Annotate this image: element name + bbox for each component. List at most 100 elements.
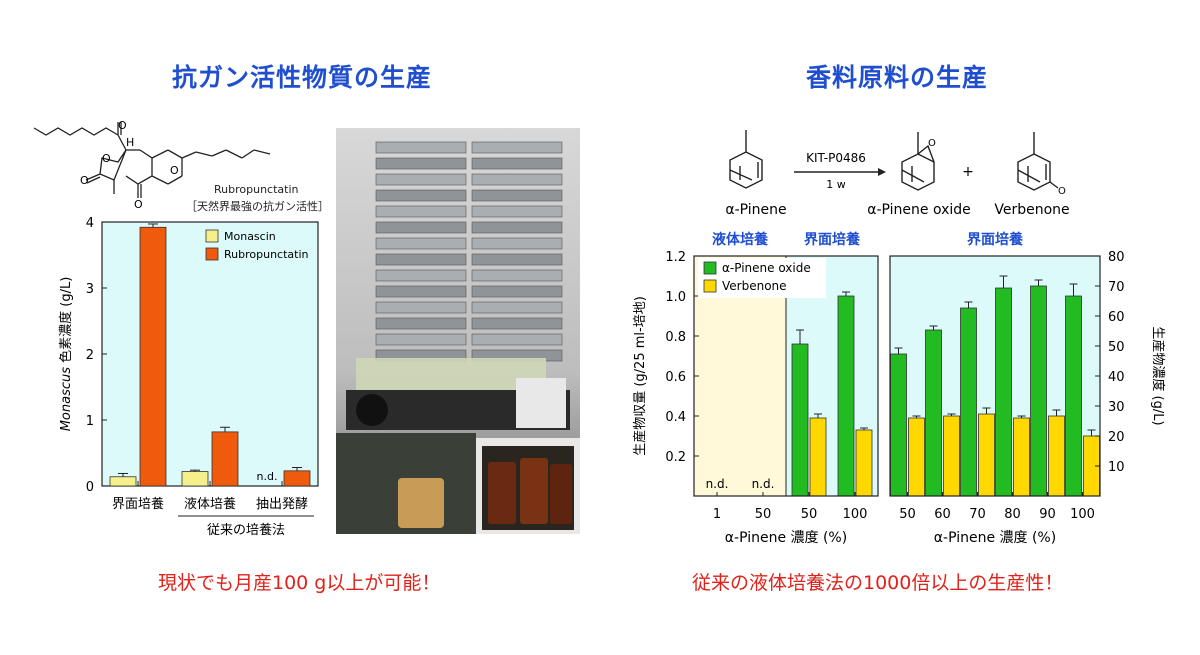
legend-box (698, 258, 826, 298)
rack-tray (375, 173, 467, 186)
rack-tray (471, 301, 563, 314)
bar-verbenone (943, 415, 960, 497)
legend-label: Rubropunctatin (224, 248, 309, 261)
bar-alpha-pinene-oxide (837, 295, 855, 497)
y-tick-label: 0.6 (665, 370, 686, 385)
reaction-scheme: O O KIT-P0486 1 w + α-Pinene α-Pinene ox… (725, 130, 1070, 218)
panel-label: 液体培養 (712, 231, 768, 248)
legend-label: Monascin (224, 230, 276, 243)
rack-tray (471, 173, 563, 186)
x-tick-label: 100 (1070, 507, 1095, 522)
y-tick-label: 4 (86, 216, 94, 231)
svg-text:O: O (134, 198, 143, 211)
bar-verbenone (1013, 417, 1030, 497)
bar-verbenone (978, 413, 995, 497)
culture-apparatus-photo (336, 128, 580, 534)
nd-annotation: n.d. (706, 477, 729, 491)
y2-tick-label: 50 (1108, 340, 1125, 355)
y-axis-label-left: 生産物収量 (g/25 ml-培地) (632, 296, 648, 456)
plot-panel-background (890, 256, 1100, 496)
x-tick-label: 60 (934, 507, 951, 522)
x-tick-label: 70 (969, 507, 986, 522)
x-tick-label: 90 (1039, 507, 1056, 522)
x-tick-label: 50 (899, 507, 916, 522)
y-tick-label: 0 (86, 480, 94, 495)
y-tick-label: 1.2 (665, 250, 686, 265)
bar-verbenone (809, 417, 827, 497)
x-tick-label: 50 (801, 507, 818, 522)
svg-text:O: O (928, 138, 936, 149)
svg-text:H: H (126, 136, 134, 149)
y-tick-label: 3 (86, 282, 94, 297)
y2-tick-label: 10 (1108, 460, 1125, 475)
y2-tick-label: 40 (1108, 370, 1125, 385)
rack-tray (375, 269, 467, 282)
bar-rubropunctatin (211, 431, 239, 487)
x-tick-label: 50 (755, 507, 772, 522)
x-tick-label: 100 (843, 507, 868, 522)
compound-alpha-pinene: α-Pinene (725, 202, 786, 218)
rack-tray (375, 285, 467, 298)
rubropunctatin-structure-diagram: O O O O O H (33, 119, 271, 211)
rack-tray (375, 253, 467, 266)
y-tick-label: 2 (86, 348, 94, 363)
x-axis-label-left: α-Pinene 濃度 (%) (725, 530, 847, 546)
x-tick-label: 1 (713, 507, 721, 522)
svg-text:O: O (118, 119, 127, 132)
rack-tray (471, 269, 563, 282)
compound-name: Rubropunctatin (214, 183, 299, 196)
legend-swatch (703, 261, 717, 275)
rack-tray (471, 189, 563, 202)
bar-monascin (181, 471, 209, 487)
legend-label: Verbenone (722, 279, 787, 293)
rack-tray (375, 333, 467, 346)
rack-tray (471, 237, 563, 250)
svg-text:O: O (170, 164, 179, 177)
group-label: 従来の培養法 (207, 522, 285, 538)
x-tick-label: 抽出発酵 (256, 497, 308, 512)
y2-tick-label: 20 (1108, 430, 1125, 445)
left-footer: 現状でも月産100 g以上が可能！ (158, 572, 441, 594)
rack-tray (375, 205, 467, 218)
bar-verbenone (855, 429, 873, 497)
x-tick-label: 界面培養 (112, 496, 164, 512)
bar-alpha-pinene-oxide (791, 343, 809, 497)
compound-verbenone: Verbenone (994, 202, 1069, 218)
plus-sign: + (962, 164, 974, 180)
svg-text:O: O (102, 152, 111, 165)
right-footer: 従来の液体培養法の1000倍以上の生産性！ (692, 572, 1064, 594)
bar-alpha-pinene-oxide (1065, 295, 1082, 497)
y2-tick-label: 30 (1108, 400, 1125, 415)
monascus-pigment-chart: 01234Monascus 色素濃度 (g/L)界面培養液体培養抽出発酵n.d.… (58, 216, 319, 538)
rack-tray (471, 317, 563, 330)
y2-tick-label: 80 (1108, 250, 1125, 265)
bar-rubropunctatin (139, 226, 167, 487)
rack-tray (375, 157, 467, 170)
reagent-label: KIT-P0486 (806, 151, 866, 165)
y2-tick-label: 60 (1108, 310, 1125, 325)
y-tick-label: 0.8 (665, 330, 686, 345)
rack-tray (375, 317, 467, 330)
x-tick-label: 液体培養 (184, 496, 236, 512)
svg-text:O: O (1058, 186, 1066, 197)
rack-tray (471, 285, 563, 298)
bar-verbenone (1048, 415, 1065, 497)
nd-annotation: n.d. (752, 477, 775, 491)
rack-tray (471, 253, 563, 266)
condition-label: 1 w (826, 178, 846, 191)
svg-text:O: O (80, 174, 89, 187)
y-tick-label: 0.4 (665, 410, 686, 425)
rack-tray (375, 221, 467, 234)
bar-alpha-pinene-oxide (890, 353, 907, 497)
rack-tray (471, 141, 563, 154)
bar-monascin (109, 476, 137, 487)
rack-tray (375, 237, 467, 250)
panel-label: 界面培養 (967, 231, 1023, 248)
y-axis-label: Monascus 色素濃度 (g/L) (58, 277, 74, 432)
plot-area (101, 221, 319, 487)
bar-alpha-pinene-oxide (960, 307, 977, 497)
bar-alpha-pinene-oxide (995, 287, 1012, 497)
y-tick-label: 1.0 (665, 290, 686, 305)
right-heading: 香料原料の生産 (806, 63, 989, 92)
